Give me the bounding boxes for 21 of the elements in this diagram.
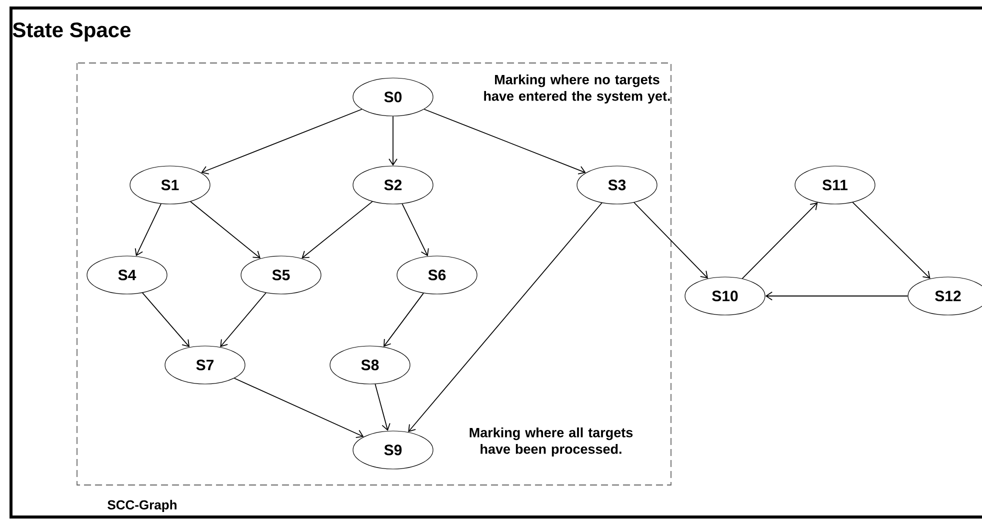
- title: State Space: [12, 22, 131, 42]
- arrow: [201, 108, 362, 174]
- arrow: [302, 201, 373, 258]
- arrow: [402, 203, 429, 256]
- arrow: [374, 384, 390, 431]
- arrow: [190, 201, 261, 258]
- arrow: [134, 203, 162, 256]
- arrow: [388, 116, 398, 166]
- arrow: [742, 202, 818, 279]
- arrow: [234, 378, 364, 438]
- arrow: [852, 202, 930, 279]
- arrow: [220, 292, 266, 348]
- arrow: [634, 202, 708, 278]
- arrow: [408, 202, 602, 432]
- group-label: SCC-Graph: [108, 500, 176, 512]
- arrow: [765, 292, 908, 300]
- note: Marking where no targets have entered the system yet.: [484, 74, 670, 104]
- note: Marking where all targets have been processed.: [470, 427, 633, 457]
- arrow: [384, 292, 424, 347]
- arrow: [142, 292, 190, 348]
- arrow: [424, 108, 586, 174]
